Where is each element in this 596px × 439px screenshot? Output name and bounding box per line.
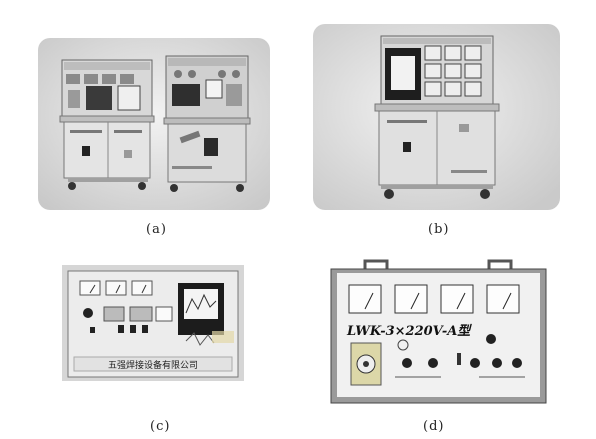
photo-b [313, 24, 560, 210]
cabinet-b [374, 35, 500, 199]
model-label: LWK-3×220V-A型 [346, 323, 472, 339]
caption-d: (d) [423, 419, 445, 434]
caption-a: (a) [146, 222, 167, 237]
caption-b: (b) [428, 222, 450, 237]
photo-c: 五强焊接设备有限公司 [62, 265, 244, 381]
photo-d: LWK-3×220V-A型 [329, 253, 548, 406]
photo-d-illustration: LWK-3×220V-A型 [329, 253, 548, 406]
photo-a-illustration [38, 38, 270, 210]
right-cabinet [163, 55, 251, 192]
caption-c: (c) [150, 419, 171, 434]
photo-c-illustration: 五强焊接设备有限公司 [62, 265, 244, 381]
photo-a [38, 38, 270, 210]
left-cabinet [59, 59, 155, 190]
photo-b-illustration [313, 24, 560, 210]
company-label: 五强焊接设备有限公司 [108, 359, 198, 371]
